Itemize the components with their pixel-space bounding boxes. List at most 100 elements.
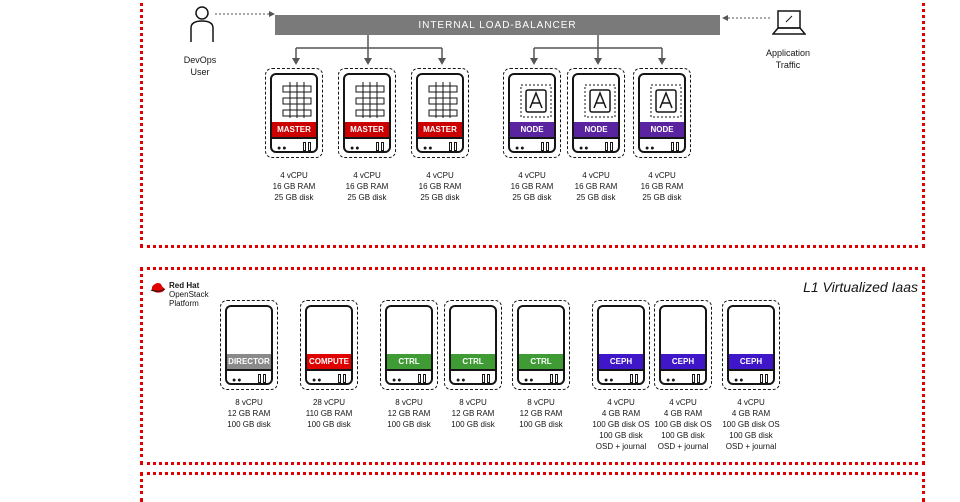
- spec-line: 8 vCPU: [235, 398, 263, 407]
- user-icon: [190, 6, 214, 42]
- application-traffic-label: Application Traffic: [765, 48, 811, 70]
- status-lights-icon: ●●: [350, 145, 361, 152]
- internal-load-balancer: INTERNAL LOAD-BALANCER: [275, 15, 720, 35]
- server-chassis: NODE●●: [572, 73, 620, 153]
- server-drive-bay: ●●: [574, 137, 618, 151]
- master-network-icon: [282, 82, 312, 118]
- server-ctrl: CTRL●●: [512, 300, 570, 390]
- status-lights-icon: ●●: [423, 145, 434, 152]
- spec-line: 12 GB RAM: [227, 409, 271, 418]
- server-role-label: NODE: [574, 122, 618, 137]
- server-front-panel: [310, 310, 348, 354]
- server-front-panel: [577, 78, 616, 122]
- server-chassis: CTRL●●: [517, 305, 565, 385]
- spec-line: 4 vCPU: [737, 398, 765, 407]
- spec-line: 8 vCPU: [527, 398, 555, 407]
- spec-line: 4 vCPU: [607, 398, 635, 407]
- server-front-panel: [348, 78, 386, 122]
- drive-slots-icon: [418, 374, 426, 383]
- spec-line: 8 vCPU: [459, 398, 487, 407]
- server-ceph: CEPH●●: [654, 300, 712, 390]
- server-drive-bay: ●●: [661, 369, 705, 383]
- status-lights-icon: ●●: [232, 377, 243, 384]
- spec-line: 16 GB RAM: [272, 182, 316, 191]
- red-hat-icon: [150, 283, 166, 293]
- spec-line: 4 GB RAM: [601, 409, 641, 418]
- spec-line: 12 GB RAM: [451, 409, 495, 418]
- server-drive-bay: ●●: [640, 137, 684, 151]
- server-spec: 8 vCPU 12 GB RAM 100 GB disk: [209, 397, 289, 430]
- spec-line: 4 vCPU: [518, 171, 546, 180]
- spec-line: 100 GB disk: [227, 420, 271, 429]
- drive-slots-icon: [338, 374, 346, 383]
- status-lights-icon: ●●: [524, 377, 535, 384]
- server-drive-bay: ●●: [729, 369, 773, 383]
- drive-slots-icon: [692, 374, 700, 383]
- spec-line: 25 GB disk: [420, 193, 460, 202]
- spec-line: 100 GB disk: [599, 431, 643, 440]
- connector-lines: [215, 11, 770, 65]
- drive-slots-icon: [671, 142, 679, 151]
- spec-line: 100 GB disk OS: [722, 420, 780, 429]
- spec-line: 100 GB disk: [387, 420, 431, 429]
- server-role-label: CTRL: [387, 354, 431, 369]
- server-spec: 8 vCPU 12 GB RAM 100 GB disk: [433, 397, 513, 430]
- server-role-label: COMPUTE: [307, 354, 351, 369]
- server-spec: 4 vCPU 16 GB RAM 25 GB disk: [254, 170, 334, 203]
- spec-line: 16 GB RAM: [574, 182, 618, 191]
- drive-slots-icon: [258, 374, 266, 383]
- server-chassis: NODE●●: [638, 73, 686, 153]
- spec-line: 28 vCPU: [312, 398, 345, 407]
- spec-line: 16 GB RAM: [345, 182, 389, 191]
- server-drive-bay: ●●: [307, 369, 351, 383]
- server-chassis: MASTER●●: [416, 73, 464, 153]
- spec-line: 25 GB disk: [512, 193, 552, 202]
- container-node-icon: [520, 84, 552, 118]
- spec-line: 100 GB disk: [307, 420, 351, 429]
- drive-slots-icon: [303, 142, 311, 151]
- spec-line: 100 GB disk: [729, 431, 773, 440]
- server-drive-bay: ●●: [345, 137, 389, 151]
- drive-slots-icon: [605, 142, 613, 151]
- devops-user-label: DevOps User: [183, 55, 217, 77]
- server-front-panel: [732, 310, 770, 354]
- spec-line: OSD + journal: [657, 442, 709, 451]
- spec-line: OSD + journal: [725, 442, 777, 451]
- status-lights-icon: ●●: [734, 377, 745, 384]
- container-node-icon: [650, 84, 682, 118]
- spec-line: 4 GB RAM: [731, 409, 771, 418]
- server-chassis: CEPH●●: [659, 305, 707, 385]
- server-chassis: CEPH ●●: [727, 305, 775, 385]
- master-network-icon: [428, 82, 458, 118]
- spec-line: 25 GB disk: [642, 193, 682, 202]
- server-role-label: CTRL: [451, 354, 495, 369]
- spec-line: 4 vCPU: [353, 171, 381, 180]
- spec-line: 100 GB disk: [661, 431, 705, 440]
- spec-line: 12 GB RAM: [387, 409, 431, 418]
- server-ceph: CEPH●●: [592, 300, 650, 390]
- status-lights-icon: ●●: [645, 145, 656, 152]
- server-front-panel: [390, 310, 428, 354]
- spec-line: 4 vCPU: [280, 171, 308, 180]
- server-master: MASTER●●: [265, 68, 323, 158]
- server-role-label: MASTER: [272, 122, 316, 137]
- server-ctrl: CTRL●●: [380, 300, 438, 390]
- server-drive-bay: ●●: [510, 137, 554, 151]
- drive-slots-icon: [376, 142, 384, 151]
- server-role-label: NODE: [510, 122, 554, 137]
- spec-line: 100 GB disk: [451, 420, 495, 429]
- server-director: DIRECTOR●●: [220, 300, 278, 390]
- master-network-icon: [355, 82, 385, 118]
- spec-line: 4 vCPU: [582, 171, 610, 180]
- server-role-label: CEPH: [729, 354, 773, 369]
- status-lights-icon: ●●: [312, 377, 323, 384]
- openshift-zone: [140, 0, 925, 248]
- spec-line: 25 GB disk: [274, 193, 314, 202]
